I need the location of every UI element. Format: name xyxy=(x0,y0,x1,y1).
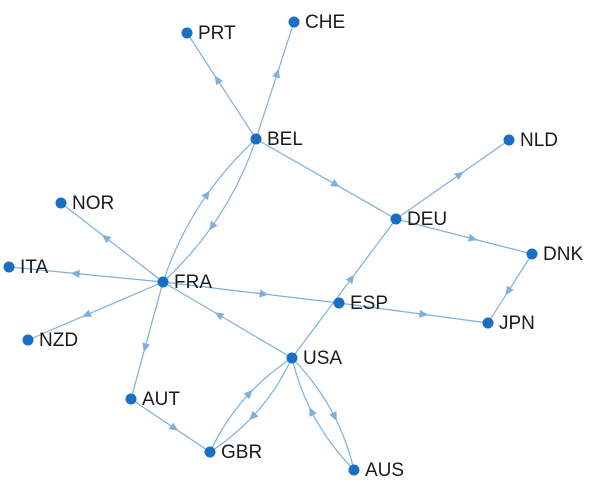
node-dot xyxy=(250,133,262,145)
edge-aus-usa xyxy=(291,357,355,471)
arrow-aut-gbr xyxy=(168,422,179,431)
arrow-usa-deu xyxy=(345,274,355,285)
arrow-bel-fra xyxy=(209,220,218,231)
node-bel[interactable]: BEL xyxy=(250,129,303,150)
node-dot xyxy=(348,464,360,476)
node-label: NZD xyxy=(39,330,78,351)
arrow-gbr-usa xyxy=(243,389,253,400)
edge-bel-fra xyxy=(162,138,257,283)
node-ita[interactable]: ITA xyxy=(3,257,49,278)
edge-fra-aut xyxy=(130,281,164,400)
edge-bel-deu xyxy=(255,138,397,220)
node-gbr[interactable]: GBR xyxy=(204,442,263,463)
edge-deu-nld xyxy=(395,139,510,220)
edge-fra-ita xyxy=(8,266,164,283)
node-dot xyxy=(288,16,300,28)
node-layer: PRT CHE BEL NLD NOR DEU DNK ITA FRA ESP JPN NZD USA A… xyxy=(3,12,584,481)
node-label: NOR xyxy=(72,193,114,214)
arrow-deu-dnk xyxy=(467,233,478,242)
node-dot xyxy=(482,317,494,329)
node-dnk[interactable]: DNK xyxy=(526,244,584,265)
node-nor[interactable]: NOR xyxy=(55,193,115,214)
edge-usa-fra xyxy=(162,281,293,359)
node-deu[interactable]: DEU xyxy=(390,209,448,230)
arrow-usa-fra xyxy=(214,312,225,321)
edge-fra-bel xyxy=(162,138,257,283)
node-dot xyxy=(333,297,345,309)
arrow-fra-nor xyxy=(101,234,112,244)
arrow-dnk-jpn xyxy=(505,285,514,296)
arrow-fra-ita xyxy=(70,269,80,278)
arrow-aus-usa xyxy=(309,406,317,417)
node-dot xyxy=(125,393,137,405)
arrow-fra-aut xyxy=(142,342,151,353)
node-dot xyxy=(181,27,193,39)
node-label: ESP xyxy=(350,293,388,314)
node-label: AUT xyxy=(142,389,180,410)
node-label: NLD xyxy=(520,130,558,151)
node-dot xyxy=(390,213,402,225)
node-aut[interactable]: AUT xyxy=(125,389,181,410)
node-label: FRA xyxy=(174,272,212,293)
edge-esp-jpn xyxy=(338,302,489,324)
node-dot xyxy=(3,261,15,273)
edge-bel-prt xyxy=(186,32,257,140)
node-label: DNK xyxy=(543,244,583,265)
edge-fra-esp xyxy=(162,281,340,304)
edge-usa-gbr xyxy=(209,357,293,453)
arrow-fra-esp xyxy=(259,289,269,298)
node-dot xyxy=(204,446,216,458)
node-label: JPN xyxy=(499,313,535,334)
arrow-usa-aus xyxy=(329,411,337,422)
node-prt[interactable]: PRT xyxy=(181,23,237,44)
node-label: DEU xyxy=(407,209,447,230)
node-nld[interactable]: NLD xyxy=(503,130,559,151)
node-label: BEL xyxy=(267,129,303,150)
node-dot xyxy=(526,248,538,260)
arrow-bel-che xyxy=(272,68,280,79)
node-aus[interactable]: AUS xyxy=(348,460,405,481)
node-jpn[interactable]: JPN xyxy=(482,313,535,334)
arrow-fra-nzd xyxy=(82,309,92,317)
node-usa[interactable]: USA xyxy=(286,348,343,369)
arrow-usa-gbr xyxy=(249,410,259,421)
node-label: USA xyxy=(303,348,342,369)
node-che[interactable]: CHE xyxy=(288,12,346,33)
arrow-esp-jpn xyxy=(418,309,429,318)
node-dot xyxy=(22,334,34,346)
node-fra[interactable]: FRA xyxy=(157,272,213,293)
arrow-bel-deu xyxy=(330,179,340,187)
node-label: ITA xyxy=(20,257,48,278)
edge-usa-aus xyxy=(291,357,355,471)
edge-gbr-usa xyxy=(209,357,293,453)
node-esp[interactable]: ESP xyxy=(333,293,389,314)
edge-usa-deu xyxy=(291,218,397,359)
edge-aut-gbr xyxy=(130,398,211,453)
node-dot xyxy=(55,197,67,209)
node-dot xyxy=(157,276,169,288)
node-label: GBR xyxy=(221,442,262,463)
arrow-bel-prt xyxy=(214,75,223,86)
node-label: PRT xyxy=(198,23,236,44)
node-nzd[interactable]: NZD xyxy=(22,330,79,351)
arrow-fra-bel xyxy=(201,190,210,201)
node-label: CHE xyxy=(305,12,345,33)
edge-layer xyxy=(8,21,533,471)
edge-fra-nor xyxy=(60,202,164,283)
node-label: AUS xyxy=(365,460,404,481)
edge-bel-che xyxy=(255,21,295,140)
arrow-deu-nld xyxy=(454,171,464,181)
node-dot xyxy=(286,352,298,364)
node-dot xyxy=(503,134,515,146)
edge-deu-dnk xyxy=(395,218,533,255)
edge-fra-nzd xyxy=(27,281,164,341)
